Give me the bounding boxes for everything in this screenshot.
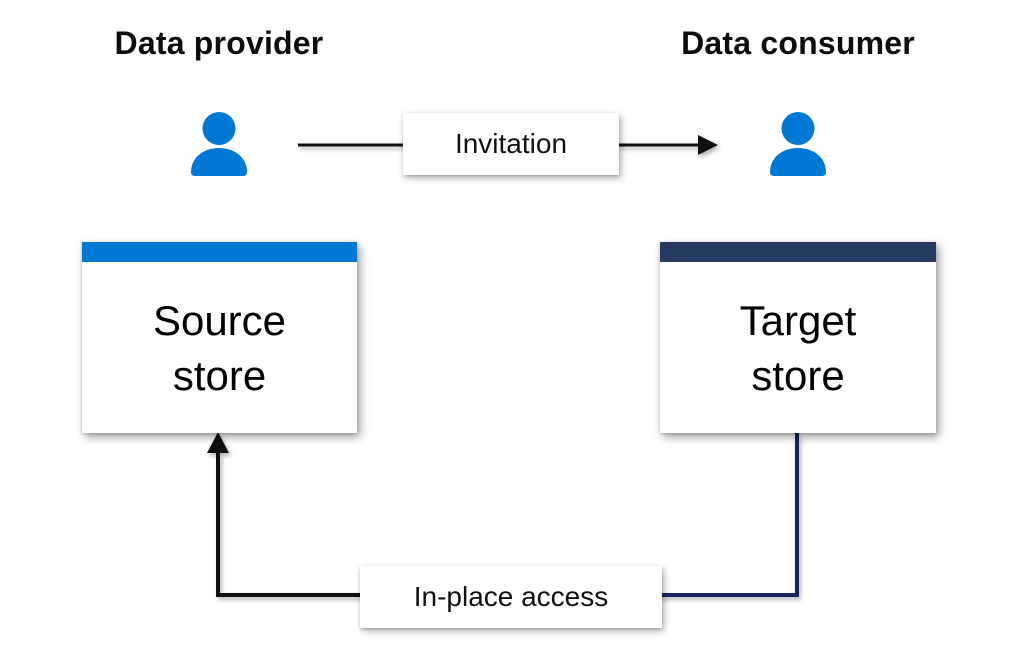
source-store-label-line1: Source: [152, 296, 287, 344]
invitation-label: Invitation: [403, 113, 619, 175]
source-store-box: Source store: [82, 242, 357, 433]
source-store-label: Source store: [82, 262, 357, 433]
source-store-header-bar: [82, 242, 357, 262]
target-store-header-bar: [660, 242, 936, 262]
target-store-label: Target store: [660, 262, 936, 433]
data-provider-title: Data provider: [114, 25, 324, 61]
source-store-label-line2: store: [172, 351, 267, 399]
data-consumer-title: Data consumer: [681, 25, 915, 61]
in-place-access-arrowhead: [207, 432, 229, 453]
consumer-person-icon: [770, 112, 826, 176]
provider-person-icon: [191, 112, 247, 176]
target-store-label-line2: store: [751, 351, 845, 399]
target-store-box: Target store: [660, 242, 936, 433]
in-place-access-label: In-place access: [360, 566, 662, 628]
target-store-label-line1: Target: [739, 296, 857, 344]
invitation-arrowhead: [698, 135, 718, 155]
